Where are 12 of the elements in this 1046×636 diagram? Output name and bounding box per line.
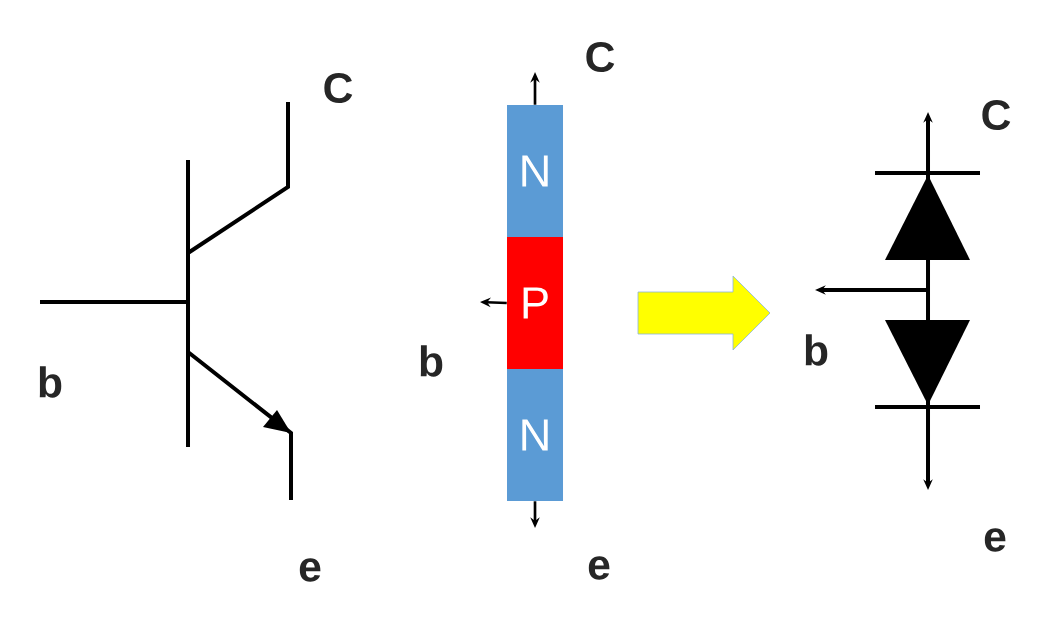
terminal-label: b: [39, 366, 62, 398]
terminal-label: C: [982, 99, 1011, 131]
terminal-label: e: [299, 558, 321, 582]
terminal-label: b: [805, 334, 828, 366]
semiconductor-region: N: [507, 369, 563, 501]
terminal-label: e: [984, 528, 1006, 552]
terminal-label: b: [420, 345, 443, 377]
terminal-label: C: [586, 41, 615, 73]
semiconductor-region: P: [507, 237, 563, 369]
terminal-label: e: [588, 556, 610, 580]
terminal-label: C: [324, 72, 353, 104]
semiconductor-region: N: [507, 105, 563, 237]
